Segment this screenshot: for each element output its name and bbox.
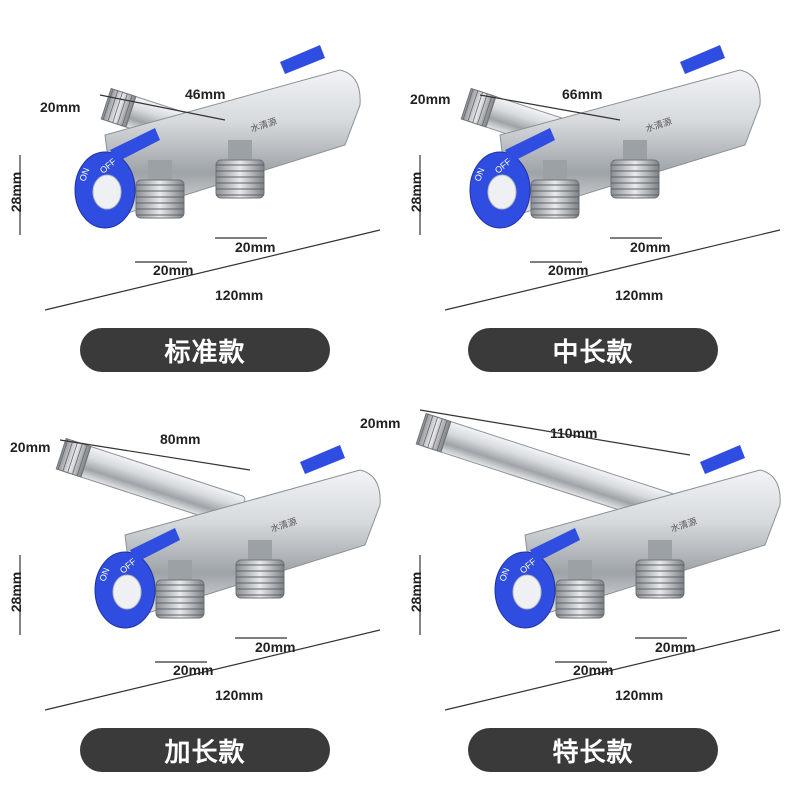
- dimension-lines: [19, 439, 381, 711]
- dim-total-label: 120mm: [215, 287, 264, 303]
- body-length-line: [419, 409, 691, 456]
- outlets: [530, 140, 660, 219]
- outlet-2: [235, 540, 285, 599]
- dim-total-label: 120mm: [615, 687, 664, 703]
- dim-outlet-b-label: 20mm: [255, 639, 296, 655]
- dim-left-top-label: 20mm: [10, 439, 51, 455]
- rear-handle: [680, 45, 725, 74]
- model-badge: 标准款: [80, 328, 330, 372]
- body-length-line: [99, 94, 226, 121]
- outlets: [555, 540, 685, 619]
- dim-left-top-label: 20mm: [410, 91, 451, 107]
- front-handle: [505, 128, 555, 162]
- dimension-lines: [19, 94, 381, 311]
- dim-body-length-label: 110mm: [550, 425, 598, 441]
- inlet-pipe: [55, 437, 246, 527]
- on-off-knob: [74, 151, 136, 229]
- knob-on-text: ON: [97, 567, 111, 583]
- dimension-lines: [419, 409, 781, 711]
- body-length-line: [59, 439, 251, 471]
- outlets: [155, 540, 285, 619]
- dim-outlet-a-label: 20mm: [573, 662, 614, 678]
- rear-handle: [280, 45, 325, 74]
- dim-height-label: 28mm: [408, 571, 425, 613]
- model-badge: 中长款: [468, 328, 718, 372]
- on-off-knob: [469, 151, 531, 229]
- front-handle: [130, 528, 180, 562]
- front-handle: [530, 528, 580, 562]
- outlet-1: [555, 560, 605, 619]
- rear-handle: [300, 445, 345, 474]
- outlets: [135, 140, 265, 219]
- outlet-2: [610, 140, 660, 199]
- dim-left-top-label: 20mm: [40, 99, 81, 115]
- dim-height-label: 28mm: [8, 571, 25, 613]
- dim-outlet-a-label: 20mm: [153, 262, 194, 278]
- rear-handle: [700, 445, 745, 474]
- outlet-2: [215, 140, 265, 199]
- on-off-knob: [494, 551, 556, 629]
- model-badge: 特长款: [468, 728, 718, 772]
- knob-on-text: ON: [77, 167, 91, 183]
- outlet-2: [635, 540, 685, 599]
- front-handle: [110, 128, 160, 162]
- total-length-line: [44, 229, 381, 311]
- dim-body-length-label: 80mm: [160, 431, 201, 447]
- dim-outlet-b-label: 20mm: [235, 239, 276, 255]
- knob-on-text: ON: [497, 567, 511, 583]
- dim-outlet-a-label: 20mm: [173, 662, 214, 678]
- dim-outlet-b-label: 20mm: [630, 239, 671, 255]
- total-length-line: [444, 629, 781, 711]
- dim-body-length-label: 46mm: [185, 86, 226, 102]
- dim-total-label: 120mm: [615, 287, 664, 303]
- total-length-line: [44, 629, 381, 711]
- dim-height-label: 28mm: [8, 171, 25, 213]
- dimension-lines: [419, 94, 781, 311]
- total-length-line: [444, 229, 781, 311]
- dim-height-label: 28mm: [408, 171, 425, 213]
- dim-left-top-label: 20mm: [360, 415, 401, 431]
- dim-outlet-a-label: 20mm: [548, 262, 589, 278]
- dim-body-length-label: 66mm: [562, 86, 603, 102]
- outlet-1: [530, 160, 580, 219]
- body-length-line: [479, 94, 621, 121]
- model-badge: 加长款: [80, 728, 330, 772]
- knob-on-text: ON: [472, 167, 486, 183]
- on-off-knob: [94, 551, 156, 629]
- dim-outlet-b-label: 20mm: [655, 639, 696, 655]
- outlet-1: [135, 160, 185, 219]
- dim-total-label: 120mm: [215, 687, 264, 703]
- outlet-1: [155, 560, 205, 619]
